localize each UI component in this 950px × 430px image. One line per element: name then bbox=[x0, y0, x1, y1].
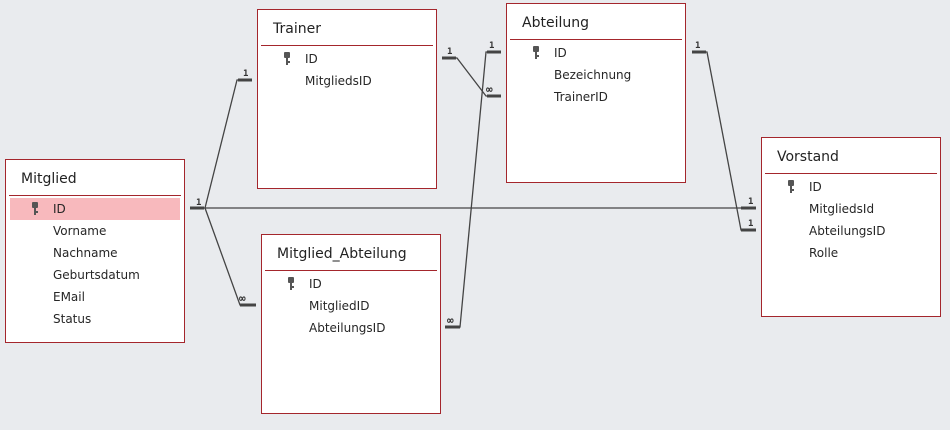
field-label: EMail bbox=[53, 290, 85, 304]
field-item[interactable]: Geburtsdatum bbox=[10, 264, 180, 286]
cardinality-many: ∞ bbox=[239, 292, 246, 305]
relationship-line-mitglied-trainer[interactable] bbox=[190, 79, 252, 209]
cardinality-one: 1 bbox=[695, 41, 700, 51]
table-trainer[interactable]: Trainer ID MitgliedsID bbox=[257, 9, 437, 189]
table-title[interactable]: Mitglied bbox=[9, 160, 181, 196]
primary-key-icon bbox=[788, 180, 794, 193]
field-item[interactable]: ID bbox=[766, 176, 936, 198]
field-label: AbteilungsID bbox=[309, 321, 386, 335]
table-mitglied-abteilung[interactable]: Mitglied_Abteilung ID MitgliedID Abteilu… bbox=[261, 234, 441, 414]
field-label: TrainerID bbox=[554, 90, 608, 104]
field-label: Rolle bbox=[809, 246, 839, 260]
field-label: MitgliedsId bbox=[809, 202, 875, 216]
table-mitglied[interactable]: Mitglied ID Vorname Nachname Geburtsdatu… bbox=[5, 159, 185, 343]
field-label: AbteilungsID bbox=[809, 224, 886, 238]
table-title[interactable]: Mitglied_Abteilung bbox=[265, 235, 437, 271]
field-item[interactable]: Status bbox=[10, 308, 180, 330]
field-label: Nachname bbox=[53, 246, 118, 260]
field-label: Status bbox=[53, 312, 92, 326]
field-item[interactable]: MitgliedsId bbox=[766, 198, 936, 220]
field-item[interactable]: AbteilungsID bbox=[766, 220, 936, 242]
field-label: MitgliedID bbox=[309, 299, 370, 313]
primary-key-icon bbox=[32, 202, 38, 215]
field-label: MitgliedsID bbox=[305, 74, 372, 88]
field-item[interactable]: ID bbox=[511, 42, 681, 64]
cardinality-many: ∞ bbox=[486, 83, 493, 96]
table-title[interactable]: Abteilung bbox=[510, 4, 682, 40]
primary-key-icon bbox=[533, 46, 539, 59]
field-label: ID bbox=[305, 52, 318, 66]
field-item[interactable]: TrainerID bbox=[511, 86, 681, 108]
primary-key-icon bbox=[284, 52, 290, 65]
cardinality-one: 1 bbox=[748, 219, 753, 229]
relationship-line-mitglied-mitglied-abteilung[interactable] bbox=[204, 207, 256, 306]
field-item[interactable]: Rolle bbox=[766, 242, 936, 264]
table-title[interactable]: Vorstand bbox=[765, 138, 937, 174]
cardinality-one: 1 bbox=[243, 69, 248, 79]
field-label: ID bbox=[309, 277, 322, 291]
field-label: ID bbox=[554, 46, 567, 60]
field-item[interactable]: MitgliedID bbox=[266, 295, 436, 317]
cardinality-one: 1 bbox=[489, 41, 494, 51]
cardinality-one: 1 bbox=[447, 47, 452, 57]
field-item[interactable]: Bezeichnung bbox=[511, 64, 681, 86]
field-item[interactable]: EMail bbox=[10, 286, 180, 308]
relationship-line-abteilung-vorstand[interactable] bbox=[692, 51, 756, 231]
field-item[interactable]: ID bbox=[262, 48, 432, 70]
field-item-selected[interactable]: ID bbox=[10, 198, 180, 220]
cardinality-one: 1 bbox=[196, 198, 201, 208]
cardinality-many: ∞ bbox=[447, 314, 454, 327]
field-item[interactable]: MitgliedsID bbox=[262, 70, 432, 92]
field-item[interactable]: AbteilungsID bbox=[266, 317, 436, 339]
field-label: Geburtsdatum bbox=[53, 268, 140, 282]
field-label: Vorname bbox=[53, 224, 107, 238]
table-title[interactable]: Trainer bbox=[261, 10, 433, 46]
primary-key-icon bbox=[288, 277, 294, 290]
field-label: Bezeichnung bbox=[554, 68, 632, 82]
field-item[interactable]: Vorname bbox=[10, 220, 180, 242]
cardinality-one: 1 bbox=[748, 197, 753, 207]
field-item[interactable]: ID bbox=[266, 273, 436, 295]
table-abteilung[interactable]: Abteilung ID Bezeichnung TrainerID bbox=[506, 3, 686, 183]
table-vorstand[interactable]: Vorstand ID MitgliedsId AbteilungsID Rol… bbox=[761, 137, 941, 317]
field-label: ID bbox=[53, 202, 66, 216]
field-label: ID bbox=[809, 180, 822, 194]
field-item[interactable]: Nachname bbox=[10, 242, 180, 264]
